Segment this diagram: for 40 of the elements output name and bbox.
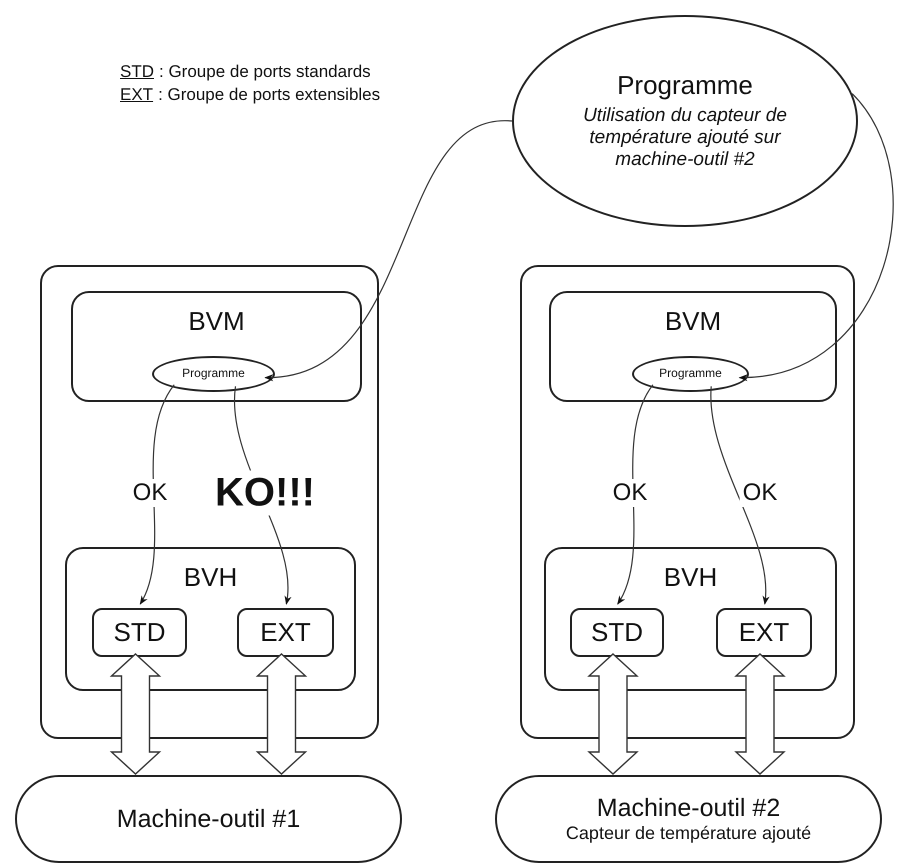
node-title: BVH	[184, 563, 238, 593]
double-block-arrow	[734, 653, 786, 775]
legend-text: : Groupe de ports extensibles	[158, 85, 380, 104]
programme-ellipse	[152, 356, 275, 392]
node-title: EXT	[260, 618, 311, 648]
node-title: Programme	[182, 367, 245, 381]
curved-arrow	[710, 386, 769, 605]
curved-arrow	[738, 93, 894, 380]
node-description: Utilisation du capteur de température ajouté sur machine-outil #2	[582, 105, 788, 171]
node-title: EXT	[738, 618, 790, 648]
port-group-box	[570, 608, 664, 657]
node-title: BVM	[664, 307, 722, 337]
double-block-arrow	[256, 653, 308, 775]
legend-text: : Groupe de ports standards	[159, 62, 371, 81]
port-group-box	[92, 608, 187, 657]
machine-tool-box	[495, 775, 882, 863]
vm-box	[71, 291, 362, 402]
programme-ellipse	[632, 356, 749, 392]
node-title: Programme	[617, 71, 753, 102]
hal-box	[65, 547, 356, 691]
programme-ellipse	[512, 15, 858, 227]
node-title: Machine-outil #2	[596, 794, 780, 824]
node-title: Machine-outil #1	[116, 804, 300, 834]
node-title: BVM	[188, 307, 245, 337]
machine-tool-box	[15, 775, 402, 863]
abbreviation: STD	[120, 62, 154, 81]
curved-arrow	[140, 384, 175, 605]
node-title: STD	[591, 618, 643, 648]
vm-box	[549, 291, 837, 402]
port-group-box	[237, 608, 334, 657]
node-title: STD	[114, 618, 166, 648]
port-group-box	[716, 608, 812, 657]
curved-arrow	[264, 120, 512, 380]
node-title: BVH	[664, 563, 718, 593]
node-description: Capteur de température ajouté	[566, 823, 812, 844]
double-block-arrow	[587, 653, 639, 775]
double-block-arrow	[110, 653, 162, 775]
abbreviation: EXT	[120, 85, 154, 104]
hal-box	[544, 547, 837, 691]
node-title: Programme	[659, 367, 722, 381]
